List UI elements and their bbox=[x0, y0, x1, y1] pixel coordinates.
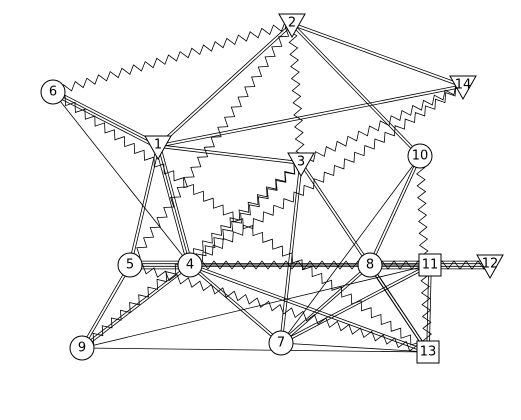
node-label: 4 bbox=[186, 258, 194, 273]
circle-node-shape bbox=[177, 252, 203, 278]
node-10[interactable]: 10 bbox=[407, 143, 433, 169]
node-14[interactable]: 14 bbox=[449, 75, 477, 101]
edge-9-13 bbox=[81, 347, 429, 353]
circle-node-shape bbox=[69, 335, 95, 361]
edge-11-13 bbox=[426, 264, 432, 353]
node-6[interactable]: 6 bbox=[40, 79, 66, 105]
edge-1-5 bbox=[128, 145, 160, 266]
circle-node-shape bbox=[268, 330, 294, 356]
edge-2-1 bbox=[156, 22, 294, 148]
node-label: 12 bbox=[482, 257, 499, 272]
circle-node-shape bbox=[117, 252, 143, 278]
edge-2-6 bbox=[52, 21, 293, 95]
triangle-node-shape bbox=[287, 152, 315, 178]
edge-4-9 bbox=[80, 263, 192, 350]
edge-6-1 bbox=[51, 89, 160, 149]
node-label: 7 bbox=[277, 336, 285, 351]
node-13[interactable]: 13 bbox=[416, 340, 440, 364]
node-label: 2 bbox=[288, 16, 296, 31]
edge-layer bbox=[51, 21, 491, 355]
node-2[interactable]: 2 bbox=[278, 13, 306, 39]
triangle-node-shape bbox=[144, 135, 172, 161]
edge-1-3 bbox=[157, 144, 302, 165]
edge-8-13 bbox=[368, 264, 430, 353]
edge-8-7 bbox=[279, 263, 372, 345]
edge-2-14 bbox=[291, 22, 464, 88]
edge-5-13 bbox=[129, 263, 429, 355]
edge-7-13 bbox=[280, 342, 429, 353]
node-4[interactable]: 4 bbox=[177, 252, 203, 278]
edge-10-7 bbox=[280, 155, 421, 344]
edge-2-10 bbox=[290, 22, 422, 158]
edge-2-3 bbox=[287, 23, 306, 164]
edge-4-13 bbox=[189, 263, 429, 354]
edge-14-4 bbox=[189, 85, 463, 266]
edge-5-9 bbox=[80, 264, 132, 349]
circle-node-shape bbox=[40, 79, 66, 105]
node-5[interactable]: 5 bbox=[117, 252, 143, 278]
node-label: 5 bbox=[126, 258, 134, 273]
node-label: 14 bbox=[455, 78, 472, 93]
node-3[interactable]: 3 bbox=[287, 152, 315, 178]
edge-4-7 bbox=[188, 263, 283, 345]
circle-node-shape bbox=[407, 143, 433, 169]
edge-6-4 bbox=[52, 91, 191, 266]
node-8[interactable]: 8 bbox=[357, 252, 383, 278]
node-label: 13 bbox=[420, 345, 437, 360]
node-11[interactable]: 11 bbox=[418, 253, 442, 277]
node-label: 3 bbox=[297, 155, 305, 170]
node-label: 6 bbox=[49, 85, 57, 100]
square-node-shape bbox=[416, 340, 440, 364]
edge-10-8 bbox=[368, 155, 422, 266]
triangle-node-shape bbox=[449, 75, 477, 101]
edge-6-13 bbox=[52, 91, 429, 353]
square-node-shape bbox=[418, 253, 442, 277]
circle-node-shape bbox=[357, 252, 383, 278]
node-label: 10 bbox=[412, 149, 429, 164]
triangle-node-shape bbox=[476, 254, 504, 280]
edge-4-8 bbox=[190, 263, 370, 267]
node-1[interactable]: 1 bbox=[144, 135, 172, 161]
edge-3-4 bbox=[189, 162, 302, 266]
node-9[interactable]: 9 bbox=[69, 335, 95, 361]
edge-11-7 bbox=[280, 263, 431, 345]
triangle-node-shape bbox=[278, 13, 306, 39]
node-7[interactable]: 7 bbox=[268, 330, 294, 356]
node-label: 1 bbox=[154, 138, 162, 153]
node-12[interactable]: 12 bbox=[476, 254, 504, 280]
edge-9-11 bbox=[81, 264, 431, 349]
node-label: 8 bbox=[366, 258, 374, 273]
edge-1-14 bbox=[157, 84, 464, 148]
edge-14-3 bbox=[300, 84, 464, 164]
node-label: 11 bbox=[422, 258, 439, 273]
node-label: 9 bbox=[78, 341, 86, 356]
edge-1-4 bbox=[155, 145, 193, 266]
